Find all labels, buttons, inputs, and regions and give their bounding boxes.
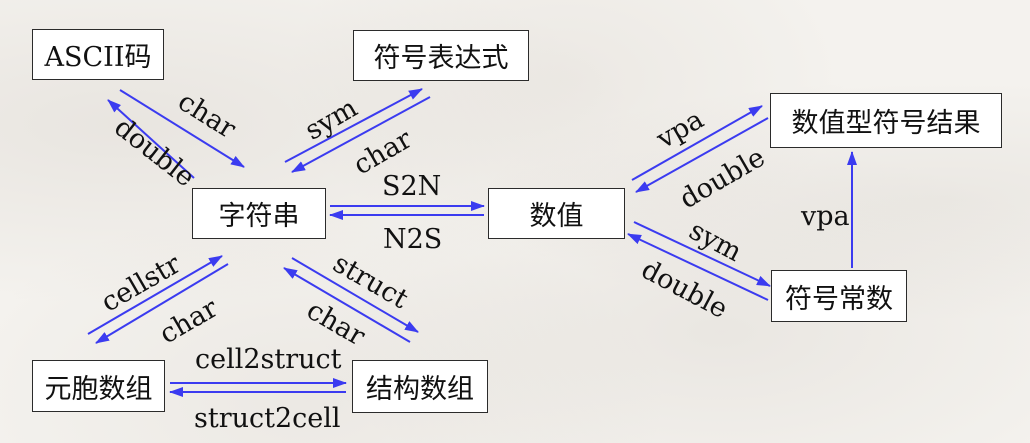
node-numeric-label: 数值 <box>529 201 584 232</box>
arrow-cell-to-string <box>87 255 223 335</box>
node-structarr: 结构数组 <box>352 360 488 413</box>
edge-label-string-to-numeric: S2N <box>382 171 442 202</box>
node-string: 字符串 <box>192 188 326 239</box>
node-string-label: 字符串 <box>218 201 300 232</box>
arrow-string-to-symexpr <box>284 88 423 163</box>
node-structarr-label: 结构数组 <box>366 374 474 405</box>
arrow-numeric-to-symresult <box>631 105 763 181</box>
edge-label-struct-to-cell: struct2cell <box>194 403 341 434</box>
edge-label-symconst-to-symresult: vpa <box>801 201 850 232</box>
node-ascii: ASCII码 <box>32 29 164 80</box>
arrow-symresult-to-numeric <box>635 117 769 193</box>
arrow-symexpr-to-string <box>291 96 431 173</box>
node-ascii-label: ASCII码 <box>44 42 152 73</box>
node-cellarr-label: 元胞数组 <box>44 373 153 405</box>
edge-label-cell-to-struct: cell2struct <box>195 344 342 375</box>
edge-label-numeric-to-string: N2S <box>383 224 443 255</box>
node-cellarr: 元胞数组 <box>32 360 165 412</box>
node-symresult: 数值型符号结果 <box>770 93 1002 148</box>
node-symexpr: 符号表达式 <box>353 30 529 81</box>
node-symresult-label: 数值型符号结果 <box>791 108 981 139</box>
node-numeric: 数值 <box>488 188 625 239</box>
node-symconst-label: 符号常数 <box>785 283 893 315</box>
node-symconst: 符号常数 <box>771 270 907 322</box>
arrow-struct-to-string <box>283 267 411 343</box>
arrow-string-to-ascii <box>107 99 195 179</box>
arrow-string-to-cell <box>95 263 229 344</box>
arrow-ascii-to-string <box>119 89 245 168</box>
node-symexpr-label: 符号表达式 <box>373 43 509 74</box>
arrow-numeric-to-symconst <box>633 221 771 287</box>
arrow-symconst-to-numeric <box>627 233 769 301</box>
arrow-string-to-struct <box>291 257 419 333</box>
